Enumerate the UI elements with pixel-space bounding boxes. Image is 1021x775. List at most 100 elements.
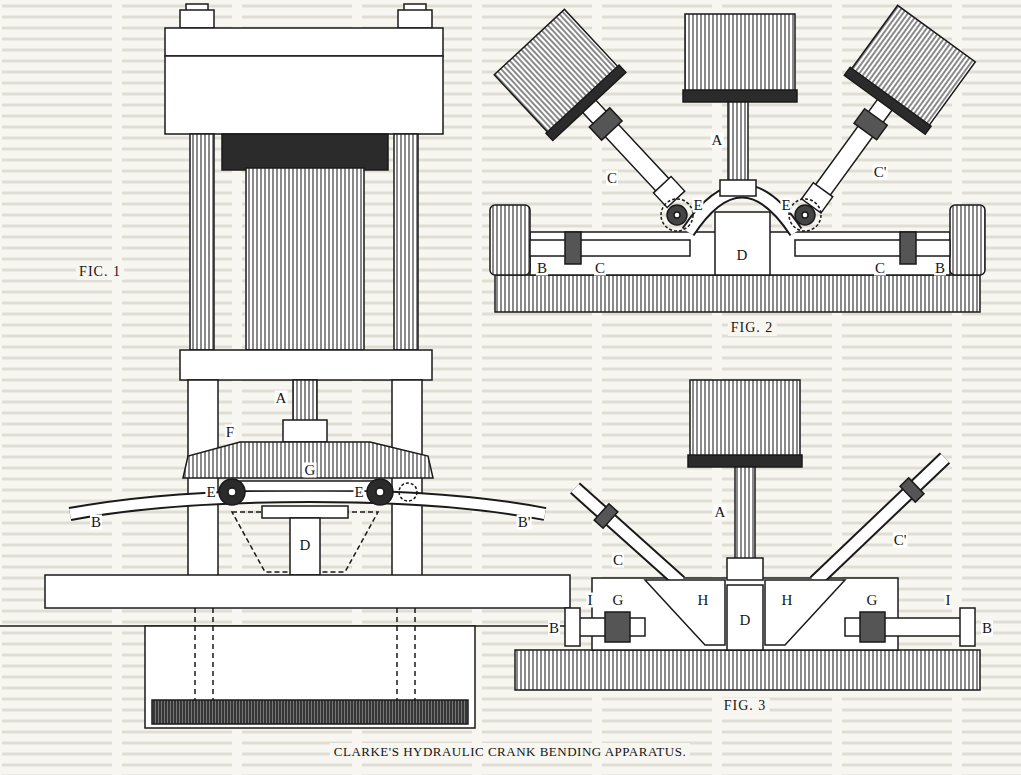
callout-letter: D (299, 538, 312, 553)
bending-figure-part (667, 205, 687, 225)
figure-label: FIC. 1 (76, 264, 124, 280)
figure-caption: CLARKE'S HYDRAULIC CRANK BENDING APPARAT… (330, 743, 690, 761)
bending-figure-part (565, 608, 580, 646)
press-figure-part (290, 518, 320, 575)
bending-figure-part (654, 177, 685, 208)
press-figure-part (394, 134, 418, 350)
bending-figure-part (720, 180, 756, 196)
figure-label: FIG. 3 (721, 698, 770, 714)
bending-figure-part (950, 205, 985, 275)
callout-letter: B (548, 621, 560, 636)
callout-letter: B (90, 515, 102, 530)
callout-letter: I (587, 593, 594, 608)
bending-figure-part (854, 109, 887, 140)
callout-letter: F (225, 425, 235, 440)
callout-letter: A (714, 505, 727, 520)
bending-figure-part (771, 4, 977, 235)
callout-letter: E (692, 198, 703, 213)
bending-figure-part (688, 455, 802, 467)
bending-figure-part (900, 478, 924, 502)
bending-figure-part (727, 558, 763, 580)
bending-figure-part (795, 205, 815, 225)
press-figure-part (228, 488, 236, 496)
bending-figure-part (814, 99, 892, 197)
bending-figure-part (802, 212, 808, 218)
bending-figure-part (594, 504, 618, 528)
bending-figure-part (815, 458, 945, 582)
press-figure-part (190, 134, 214, 350)
bending-figure-part (685, 14, 795, 92)
press-figure-part (180, 350, 432, 380)
bending-figure-part (575, 488, 680, 582)
callout-letter: B (536, 261, 548, 276)
bending-figure-part (594, 504, 618, 528)
bending-figure-part (495, 275, 980, 312)
bending-figure (515, 380, 980, 690)
callout-letter: B' (517, 515, 532, 530)
press-figure-part (367, 479, 393, 505)
callout-letter: C' (893, 533, 908, 548)
bending-figure-part (735, 467, 755, 560)
bending-figure-part (900, 478, 924, 502)
press-figure-part (262, 506, 348, 518)
bending-figure-part (674, 212, 680, 218)
press-figure-part (145, 626, 475, 728)
press-figure-part (398, 10, 432, 28)
callout-letter: C (594, 261, 606, 276)
press-figure-part (183, 442, 433, 478)
press-figure-part (246, 168, 364, 350)
callout-letter: D (739, 613, 752, 628)
callout-letter: C' (873, 165, 888, 180)
bending-figure-part (690, 380, 800, 456)
press-figure-part (165, 28, 443, 56)
callout-letter: B (934, 261, 946, 276)
bending-figure-part (815, 458, 945, 582)
callout-letter: E (353, 485, 364, 500)
press-figure-part (180, 10, 214, 28)
press-figure-part (219, 479, 245, 505)
callout-letter: G (866, 593, 879, 608)
press-figure-part (283, 420, 327, 442)
press-figure-part (396, 608, 398, 700)
callout-letter: G (304, 463, 317, 478)
press-figure-part (414, 608, 416, 700)
callout-letter: C (612, 553, 624, 568)
bending-figure-part (589, 108, 622, 140)
callout-letter: A (275, 391, 288, 406)
bending-figure (490, 4, 985, 312)
bending-figure-part (515, 650, 980, 690)
bending-figure-part (592, 578, 898, 650)
bending-figure-part (490, 205, 530, 275)
bending-figure-part (851, 5, 976, 126)
press-figure-part (212, 608, 214, 700)
press-figure-part (152, 700, 468, 724)
press-figure-part (222, 134, 388, 170)
bending-figure-part (530, 240, 690, 256)
bending-figure-part (493, 8, 713, 233)
bending-figure-part (765, 580, 845, 645)
press-figure-part (399, 483, 417, 501)
bending-figure-part (727, 585, 763, 650)
bending-figure-part (583, 100, 671, 193)
callout-letter: E (780, 198, 791, 213)
figure-label: FIG. 2 (728, 320, 777, 336)
press-figure-part (165, 56, 443, 134)
bending-figure-part (565, 232, 581, 264)
bending-figure-part (795, 240, 950, 256)
press-figure-part (376, 488, 384, 496)
callout-letter: E (205, 485, 216, 500)
bending-figure-part (789, 199, 821, 231)
press-figure-part (45, 575, 570, 608)
callout-letter: A (711, 133, 724, 148)
bending-figure-part (728, 102, 748, 182)
bending-figure-part (688, 191, 796, 232)
press-figure-part (293, 380, 317, 422)
callout-letter: I (945, 593, 952, 608)
bending-figure-part (860, 612, 885, 642)
callout-letter: H (697, 593, 710, 608)
callout-letter: C (606, 171, 618, 186)
bending-figure-part (645, 580, 725, 645)
